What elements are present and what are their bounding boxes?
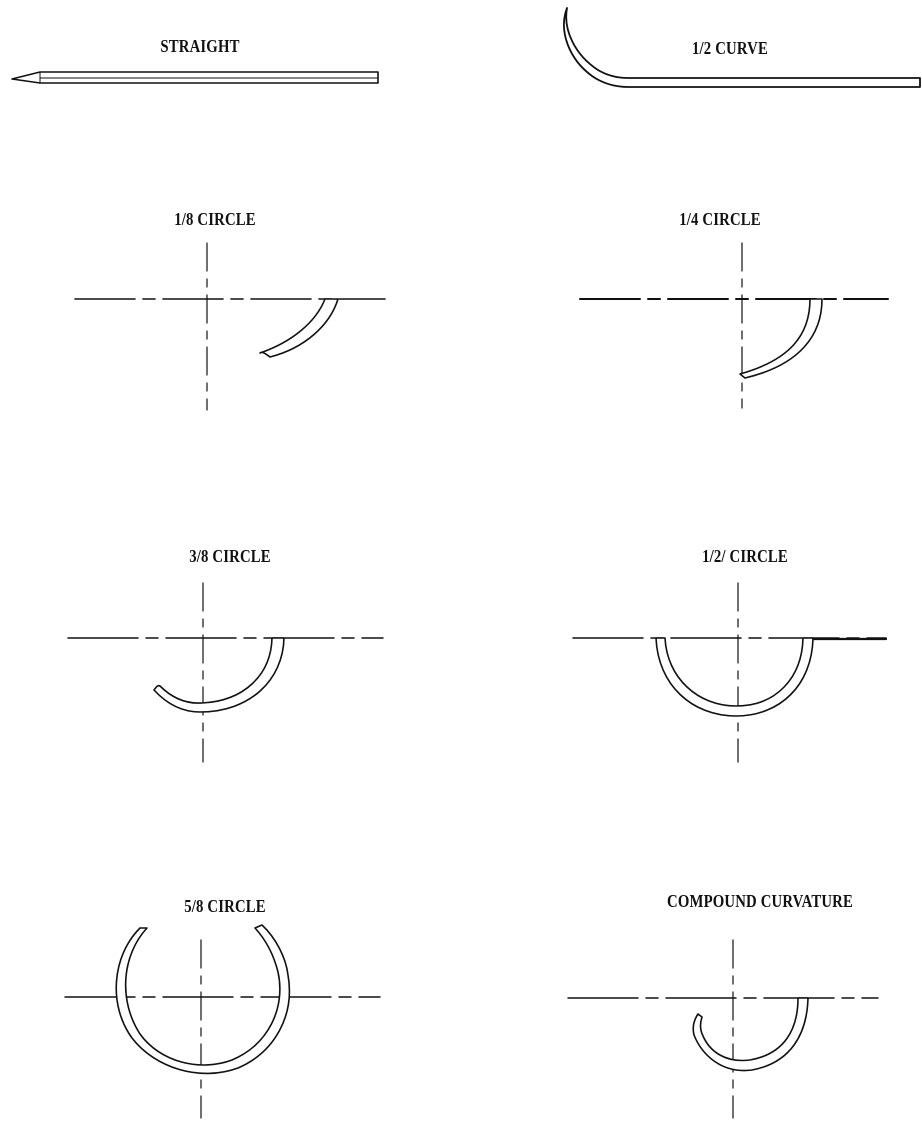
label-straight: STRAIGHT (160, 36, 240, 56)
eighth-circle-needle (259, 298, 339, 358)
half-circle-axes (572, 582, 888, 763)
quarter-circle-needle (739, 298, 823, 379)
label-half-curve: 1/2 CURVE (691, 38, 768, 58)
eighth-circle-axes (74, 242, 386, 411)
five-eighths-circle-axes (64, 939, 381, 1119)
label-compound-curvature: COMPOUND CURVATURE (667, 891, 853, 911)
half-circle-needle (655, 637, 814, 717)
label-five-eighths-circle: 5/8 CIRCLE (184, 896, 266, 916)
half-curve-needle (563, 7, 921, 88)
five-eighths-circle-needle (115, 924, 291, 1075)
label-eighth-circle: 1/8 CIRCLE (174, 209, 256, 229)
three-eighths-circle-axes (67, 582, 384, 763)
compound-curvature-needle (692, 997, 809, 1072)
label-quarter-circle: 1/4 CIRCLE (679, 209, 761, 229)
quarter-circle-axes (579, 242, 889, 409)
label-three-eighths-circle: 3/8 CIRCLE (189, 546, 271, 566)
label-half-circle: 1/2/ CIRCLE (702, 546, 788, 566)
straight-needle (11, 71, 379, 84)
three-eighths-circle-needle (153, 637, 285, 713)
compound-curvature-axes (567, 939, 879, 1119)
